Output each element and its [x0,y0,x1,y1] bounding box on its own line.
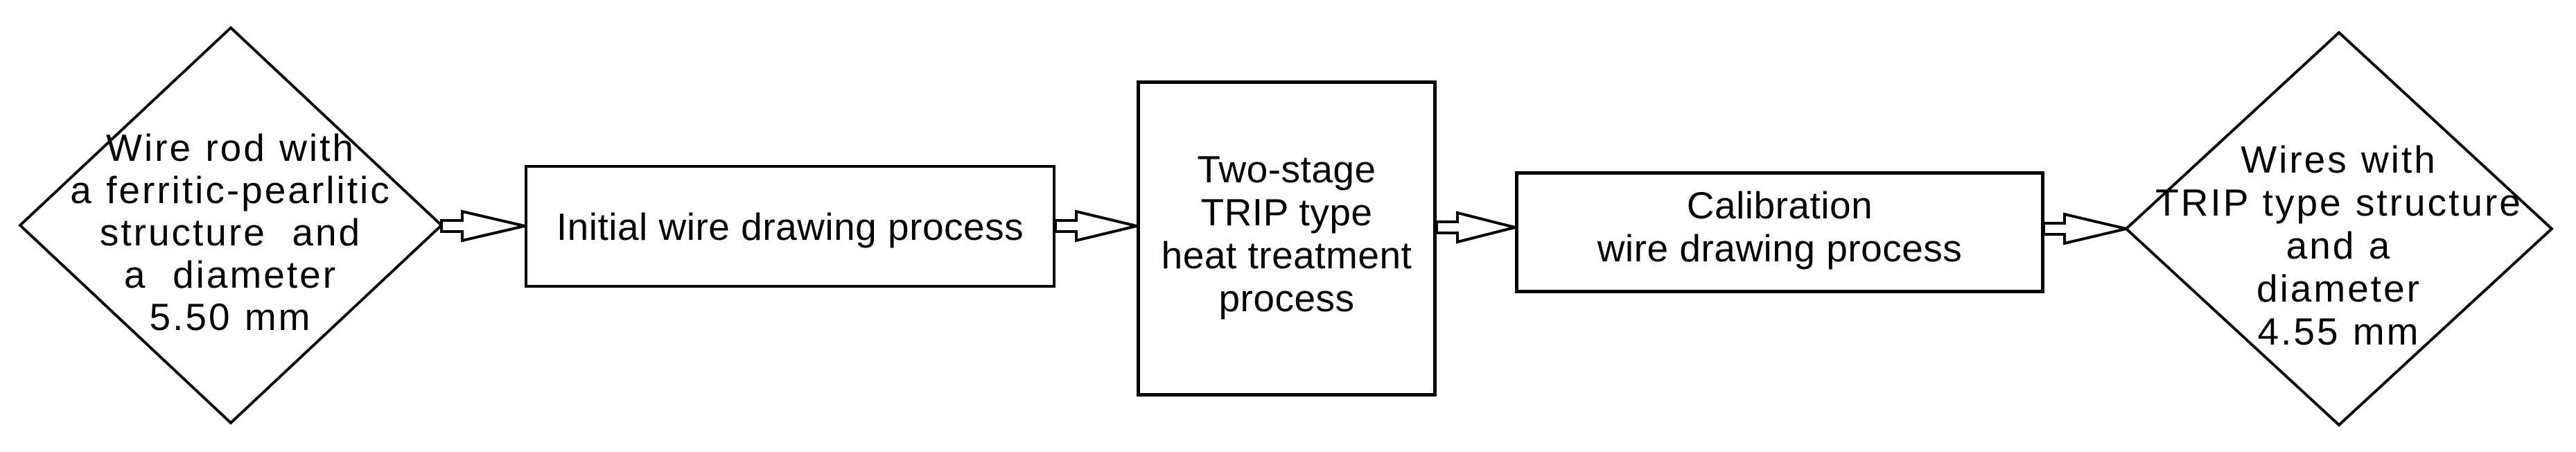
start-diamond-line: structure and [99,211,362,254]
end-diamond-line: diameter [2257,267,2421,310]
end-diamond-line: and a [2286,224,2392,267]
end-diamond-line: Wires with [2241,138,2437,181]
flow-arrow-icon [1435,211,1516,244]
flow-arrow-icon [440,209,525,243]
start-diamond-line: Wire rod with [106,126,356,169]
start-diamond-line: a diameter [123,253,338,296]
start-diamond-line: a ferritic-pearlitic [70,168,392,211]
process-box-line: Two-stage [1197,148,1376,191]
process-box-line: wire drawing process [1597,227,1963,270]
start-diamond-shape [18,26,444,425]
process-box-line: Initial wire drawing process [556,205,1024,248]
start-diamond-line: 5.50 mm [149,295,313,338]
process-box-calibration-wire-drawing: Calibration wire drawing process [1515,171,2044,293]
flow-arrow-icon [2042,212,2127,245]
flow-arrow-icon [1054,209,1137,243]
process-box-initial-wire-drawing: Initial wire drawing process [525,165,1055,288]
process-box-trip-heat-treatment: Two-stage TRIP type heat treatment proce… [1137,80,1437,397]
process-box-line: process [1218,277,1355,320]
process-box-line: Calibration [1686,184,1873,227]
process-box-line: TRIP type [1200,191,1373,234]
end-diamond-line: TRIP type structure [2155,181,2523,224]
process-box-line: heat treatment [1161,234,1412,277]
start-diamond-label: Wire rod with a ferritic-pearlitic struc… [16,127,446,338]
end-diamond-label: Wires with TRIP type structure and a dia… [2110,138,2568,353]
end-diamond-line: 4.55 mm [2257,310,2421,353]
end-diamond-shape [2124,31,2554,427]
